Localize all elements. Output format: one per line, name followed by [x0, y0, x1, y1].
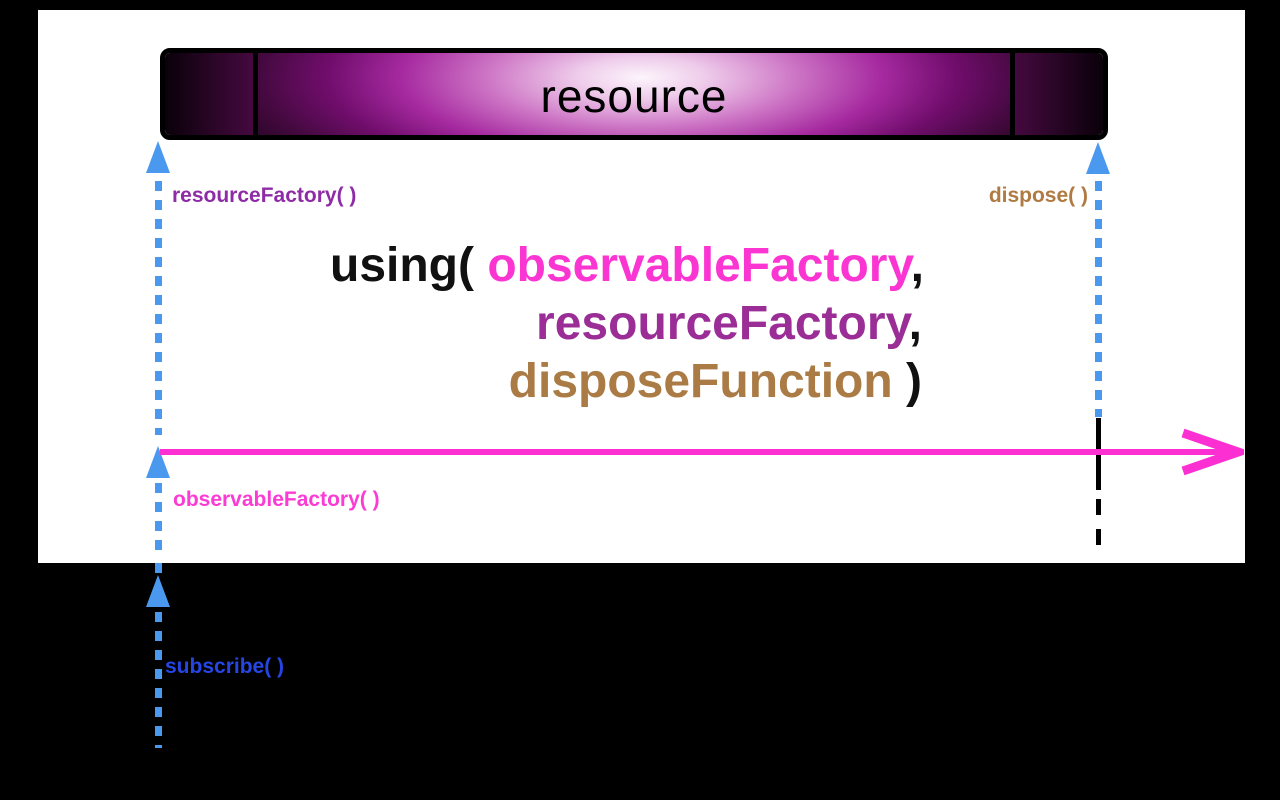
dashed-arrow-line — [1095, 181, 1102, 417]
completion-marker-dashes — [1096, 499, 1101, 558]
signature-comma: , — [908, 297, 922, 350]
up-arrowhead-icon — [146, 575, 170, 607]
up-arrowhead-icon — [1086, 142, 1110, 174]
resource-bar-divider-left — [253, 53, 258, 135]
signature-arg-observable-factory: observableFactory — [487, 239, 911, 292]
dashed-arrow-line — [155, 483, 162, 557]
resource-bar-right-segment — [1015, 53, 1103, 135]
signature-line-3: disposeFunction ) — [330, 353, 922, 411]
resource-bar: resource — [160, 48, 1108, 140]
observable-timeline — [160, 449, 1232, 455]
observable-factory-label: observableFactory( ) — [173, 488, 380, 511]
signature-comma: , — [910, 239, 924, 292]
resource-bar-left-segment — [165, 53, 253, 135]
resource-label: resource — [540, 70, 728, 122]
dashed-arrow-line — [155, 612, 162, 748]
using-signature: using( observableFactory, resourceFactor… — [330, 237, 924, 411]
signature-line-2: resourceFactory, — [330, 295, 922, 353]
up-arrowhead-icon — [146, 141, 170, 173]
dispose-label: dispose( ) — [988, 184, 1088, 207]
signature-fn: using( — [330, 239, 488, 292]
signature-arg-dispose-function: disposeFunction — [508, 355, 893, 408]
signature-close-paren: ) — [892, 355, 922, 408]
signature-arg-resource-factory: resourceFactory — [536, 297, 909, 350]
subscribe-label: subscribe( ) — [165, 655, 285, 678]
dashed-arrow-line — [155, 563, 162, 573]
timeline-arrowhead-icon — [1181, 428, 1244, 476]
resource-bar-divider-right — [1010, 53, 1015, 135]
dashed-arrow-line — [155, 181, 162, 435]
signature-line-1: using( observableFactory, — [330, 237, 924, 295]
resource-bar-main-segment: resource — [258, 53, 1010, 135]
resource-factory-label: resourceFactory( ) — [172, 184, 357, 207]
